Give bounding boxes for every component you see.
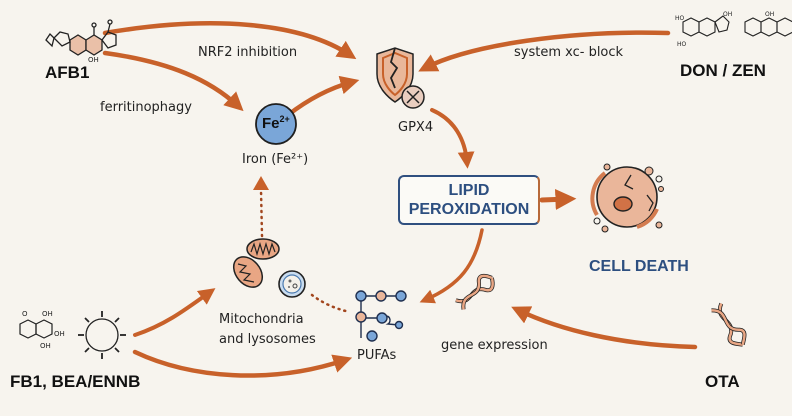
svg-text:OH: OH (54, 330, 65, 338)
afb1-structure-icon: OH (45, 19, 117, 64)
arrow-lipid-death (539, 188, 577, 210)
arrow-gpx4-lipid (430, 108, 475, 169)
svg-text:OH: OH (723, 11, 732, 18)
broken-shield-icon (376, 47, 414, 103)
pufas-label: PUFAs (357, 348, 397, 363)
arrow-afb1-gpx4 (102, 21, 357, 60)
lipid-line2: PEROXIDATION (408, 201, 530, 218)
svg-text:O: O (22, 310, 28, 318)
mitochondria-icon (232, 238, 280, 288)
svg-text:HO: HO (675, 15, 685, 22)
fb1-structure-icon: O OH OH OH (19, 310, 65, 350)
cell-death-label: CELL DEATH (589, 258, 689, 275)
arrow-don-gpx4 (418, 30, 671, 72)
toxin-label-don-zen: DON / ZEN (680, 61, 766, 80)
mito-label-line1: Mitochondria (219, 312, 304, 327)
dna-icon (455, 273, 495, 310)
lipid-peroxidation-box: LIPID PEROXIDATION (398, 175, 540, 225)
gpx4-label: GPX4 (398, 120, 434, 135)
iron-symbol: Fe2+ (262, 114, 290, 132)
iron-label: Iron (Fe²⁺) (242, 152, 309, 167)
svg-text:OH: OH (42, 310, 53, 318)
svg-text:OH: OH (88, 56, 99, 64)
edge-label-nrf2: NRF2 inhibition (198, 45, 298, 60)
edge-label-system-xc: system xc- block (514, 45, 624, 60)
arrow-ota-dna (511, 306, 698, 350)
dotted-arrowhead (253, 176, 269, 190)
arrow-fb1-pufas (132, 349, 353, 378)
bea-ring-icon (78, 311, 126, 359)
mito-label: Mitochondria and lysosomes (219, 310, 316, 350)
arrow-fb1-mito (133, 288, 216, 337)
don-zen-structure-icon: HO OH HO OH (675, 11, 792, 48)
arrow-iron-gpx4 (285, 75, 360, 118)
arrow-lyso-pufas-dotted (310, 293, 352, 314)
x-circle-icon (401, 85, 425, 109)
svg-text:HO: HO (677, 41, 687, 48)
svg-text:OH: OH (40, 342, 51, 350)
toxin-label-afb1: AFB1 (45, 63, 90, 82)
lysosome-icon (278, 270, 306, 298)
edge-label-ferritinophagy: ferritinophagy (100, 100, 192, 115)
pufa-molecule-icon (355, 290, 407, 342)
cell-death-icon (590, 163, 664, 233)
dna-icon-ota (711, 302, 747, 347)
mito-label-line2: and lysosomes (219, 332, 316, 347)
edge-label-gene-expression: gene expression (441, 338, 548, 353)
lipid-line1: LIPID (448, 182, 490, 199)
toxin-label-ota: OTA (705, 372, 740, 391)
svg-text:OH: OH (765, 11, 774, 18)
arrow-afb1-iron (102, 50, 244, 112)
arrow-lipid-pufas (419, 228, 484, 304)
arrow-mito-iron-dotted (259, 188, 264, 238)
toxin-label-fb1-bea-ennb: FB1, BEA/ENNB (10, 372, 141, 391)
iron-ion-icon (255, 103, 297, 145)
